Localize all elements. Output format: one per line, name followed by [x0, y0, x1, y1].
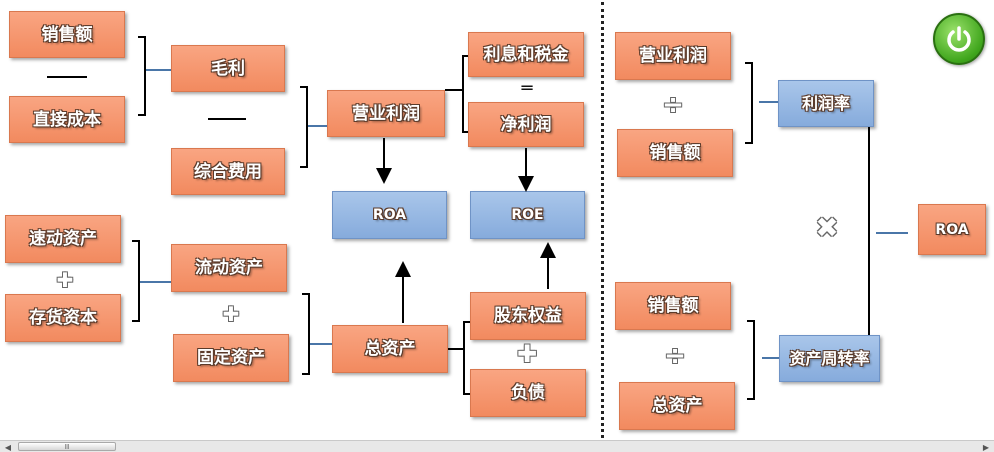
box-roe-left: ROE — [470, 191, 585, 239]
bracket-turnover — [747, 320, 755, 400]
times-sign: ✖ — [815, 210, 839, 244]
box-ebit: 利息和税金 — [468, 32, 584, 77]
box-current-assets: 流动资产 — [171, 244, 287, 292]
equals-sign: ═ — [521, 77, 533, 99]
box-sales: 销售额 — [9, 11, 125, 58]
box-asset-turnover: 资产周转率 — [779, 335, 880, 382]
scroll-thumb-grip: Ⅲ — [64, 443, 70, 451]
divide-sign-2: ÷ — [664, 341, 686, 371]
box-roa-left: ROA — [332, 191, 447, 239]
box-inventory: 存货资本 — [5, 294, 121, 342]
plus-sign-3: ✚ — [516, 340, 538, 368]
section-divider — [601, 2, 604, 438]
bracket-gross — [138, 36, 146, 116]
box-total-assets: 总资产 — [332, 325, 448, 373]
connector-total — [310, 343, 334, 345]
plus-sign-2: ✚ — [222, 302, 240, 326]
connector-current — [140, 281, 172, 283]
plus-sign-1: ✚ — [56, 268, 74, 292]
bracket-operating — [300, 86, 308, 168]
power-button[interactable] — [933, 13, 985, 65]
bracket-margin — [745, 62, 753, 144]
connector-turnover — [762, 357, 780, 359]
bracket-equity — [463, 321, 471, 395]
connector-gross — [146, 69, 172, 71]
box-sales-right-top: 销售额 — [617, 129, 733, 177]
bracket-total — [302, 293, 310, 375]
connector-operating — [308, 125, 328, 127]
box-profit-margin: 利润率 — [778, 80, 874, 127]
box-operating-profit: 营业利润 — [327, 90, 445, 137]
box-sales-right-bottom: 销售额 — [615, 282, 731, 330]
bracket-current — [132, 240, 140, 322]
scroll-right-arrow-icon[interactable]: ▶ — [982, 442, 990, 452]
connector-roa-vertical — [868, 127, 870, 335]
box-direct-cost: 直接成本 — [9, 96, 125, 143]
box-quick-assets: 速动资产 — [5, 215, 121, 263]
box-total-assets-right: 总资产 — [619, 382, 735, 430]
connector-op-ebit — [445, 89, 463, 91]
minus-sign-1 — [47, 76, 87, 78]
horizontal-scrollbar[interactable]: ◀ Ⅲ ▶ — [0, 440, 994, 452]
box-liabilities: 负债 — [470, 369, 586, 417]
box-operating-profit-right: 营业利润 — [615, 32, 731, 80]
divide-sign-1: ÷ — [662, 90, 684, 120]
connector-assets-equity — [448, 348, 464, 350]
bracket-ebit — [462, 55, 470, 133]
connector-margin — [759, 101, 779, 103]
power-icon — [947, 26, 971, 52]
connector-roa-right — [876, 232, 908, 234]
box-equity: 股东权益 — [470, 292, 586, 340]
box-operating-expenses: 综合费用 — [171, 148, 285, 195]
minus-sign-2 — [208, 118, 246, 120]
scroll-thumb[interactable]: Ⅲ — [18, 442, 116, 451]
box-fixed-assets: 固定资产 — [173, 334, 289, 382]
box-roa-right: ROA — [918, 204, 986, 255]
box-net-profit: 净利润 — [468, 102, 584, 147]
scroll-left-arrow-icon[interactable]: ◀ — [4, 442, 12, 452]
box-gross-profit: 毛利 — [171, 45, 285, 92]
